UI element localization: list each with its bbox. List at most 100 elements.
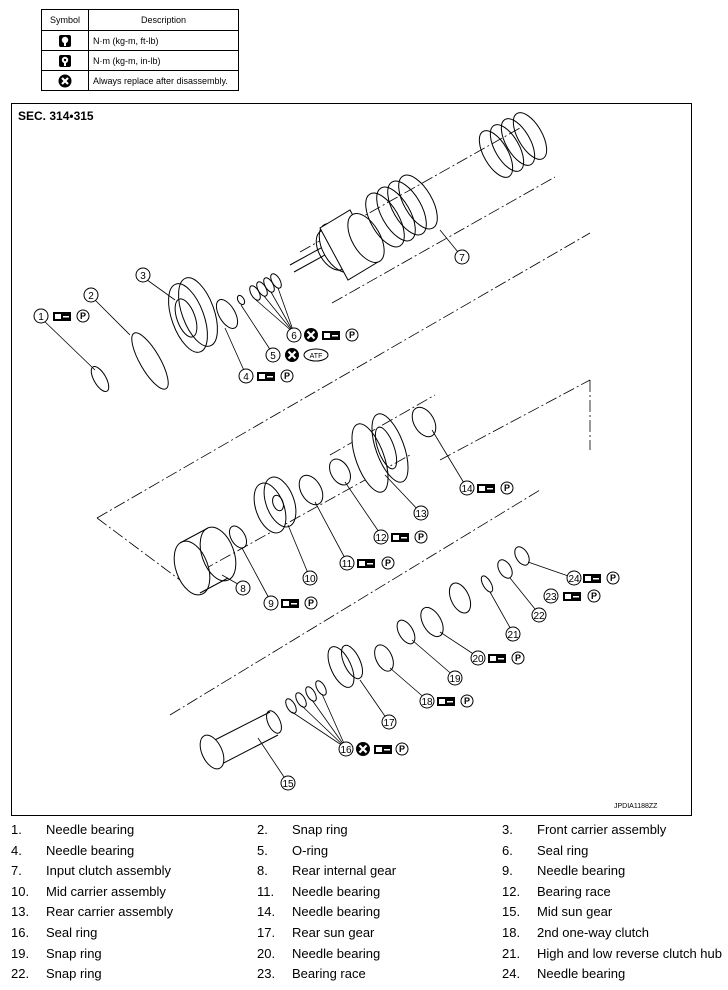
svg-text:23: 23: [545, 592, 557, 603]
callout-14: 14: [459, 480, 475, 496]
petroleum-jelly-icon: P: [500, 481, 514, 495]
svg-text:P: P: [464, 696, 470, 706]
snap-ring-22-drawing: [480, 575, 494, 593]
needle-bearing-14-drawing: [411, 406, 437, 438]
svg-text:20: 20: [472, 654, 484, 665]
petroleum-jelly-icon: P: [76, 309, 90, 323]
svg-text:P: P: [80, 311, 86, 321]
petroleum-jelly-icon: P: [414, 530, 428, 544]
mid-carrier-drawing: [253, 476, 297, 534]
front-carrier-drawing: [168, 277, 218, 353]
torque-icon: [281, 599, 299, 608]
svg-text:P: P: [349, 330, 355, 340]
callout-22: 22: [531, 607, 547, 623]
callout-3: 3: [135, 267, 151, 283]
svg-text:3: 3: [140, 271, 146, 282]
rear-sun-gear-drawing: [327, 644, 364, 688]
svg-text:17: 17: [383, 718, 395, 729]
callout-2: 2: [83, 287, 99, 303]
petroleum-jelly-icon: P: [460, 694, 474, 708]
bearing-race-12-drawing: [329, 458, 351, 486]
torque-icon: [488, 654, 506, 663]
torque-icon: [322, 331, 340, 340]
svg-text:ATF: ATF: [310, 353, 323, 360]
svg-text:24: 24: [568, 574, 580, 585]
torque-icon: [53, 312, 71, 321]
callout-13: 13: [413, 505, 429, 521]
callout-15: 15: [280, 775, 296, 791]
callout-8: 8: [235, 580, 251, 596]
symbol-legend: Symbol Description N·m (kg-m, ft-lb) N·m…: [41, 9, 239, 91]
needle-bearing-4-drawing: [215, 299, 239, 329]
torque-icon: [437, 697, 455, 706]
diagram-frame: [11, 103, 692, 816]
callout-7: 7: [454, 249, 470, 265]
callout-23: 23: [543, 588, 559, 604]
petroleum-jelly-icon: P: [395, 742, 409, 756]
callout-24: 24: [566, 570, 582, 586]
always-replace-icon: [354, 740, 372, 758]
svg-text:P: P: [399, 744, 405, 754]
svg-text:P: P: [284, 371, 290, 381]
svg-text:4: 4: [243, 372, 249, 383]
svg-text:1: 1: [38, 312, 44, 323]
o-ring-5-drawing: [236, 294, 246, 306]
always-replace-icon: [302, 326, 320, 344]
svg-text:10: 10: [304, 574, 316, 585]
svg-text:6: 6: [291, 331, 297, 342]
needle-bearing-1-drawing: [90, 366, 110, 392]
svg-text:21: 21: [507, 630, 519, 641]
needle-bearing-20-drawing: [420, 606, 444, 638]
petroleum-jelly-icon: P: [381, 556, 395, 570]
seal-rings-6-drawing: [249, 273, 282, 301]
svg-text:9: 9: [268, 599, 274, 610]
torque-icon: [357, 559, 375, 568]
svg-text:P: P: [418, 532, 424, 542]
callout-10: 10: [302, 570, 318, 586]
callout-16: 16: [338, 741, 354, 757]
torque-icon: [477, 484, 495, 493]
svg-text:P: P: [515, 653, 521, 663]
always-replace-icon: [283, 346, 301, 364]
torque-wrench-small-icon: [59, 54, 71, 67]
callout-6: 6: [286, 327, 302, 343]
callout-12: 12: [373, 529, 389, 545]
image-code: JPDIA1188ZZ: [614, 803, 658, 810]
snap-ring-19-drawing: [396, 619, 416, 645]
svg-text:12: 12: [375, 533, 387, 544]
input-clutch-assembly-drawing: [289, 112, 548, 281]
seal-rings-16-drawing: [285, 680, 327, 714]
petroleum-jelly-icon: P: [345, 328, 359, 342]
one-way-clutch-18-drawing: [374, 644, 394, 672]
callout-9: 9: [263, 595, 279, 611]
callout-20: 20: [470, 650, 486, 666]
torque-icon: [391, 533, 409, 542]
svg-text:2: 2: [88, 291, 94, 302]
svg-text:22: 22: [533, 611, 545, 622]
rear-carrier-drawing: [351, 413, 409, 493]
svg-text:8: 8: [240, 584, 246, 595]
rear-internal-gear-drawing: [173, 526, 237, 596]
torque-icon: [583, 574, 601, 583]
svg-text:5: 5: [270, 351, 276, 362]
svg-text:P: P: [385, 558, 391, 568]
always-replace-icon: [58, 74, 72, 87]
needle-bearing-9-drawing: [228, 525, 248, 549]
petroleum-jelly-icon: P: [587, 589, 601, 603]
torque-icon: [563, 592, 581, 601]
callout-5: 5: [265, 347, 281, 363]
atf-badge: ATF: [303, 348, 329, 362]
svg-text:P: P: [308, 598, 314, 608]
svg-text:16: 16: [340, 745, 352, 756]
svg-text:15: 15: [282, 779, 294, 790]
torque-wrench-icon: [59, 34, 71, 47]
svg-text:P: P: [504, 483, 510, 493]
callout-11: 11: [339, 555, 355, 571]
callout-4: 4: [238, 368, 254, 384]
callout-19: 19: [447, 670, 463, 686]
svg-text:13: 13: [415, 509, 427, 520]
petroleum-jelly-icon: P: [511, 651, 525, 665]
section-label: SEC. 314•315: [18, 109, 94, 123]
exploded-diagram: 1 2 3 4 5 6 7 8 9 10 11 12 13 14 15 16 1…: [33, 112, 620, 791]
petroleum-jelly-icon: P: [280, 369, 294, 383]
